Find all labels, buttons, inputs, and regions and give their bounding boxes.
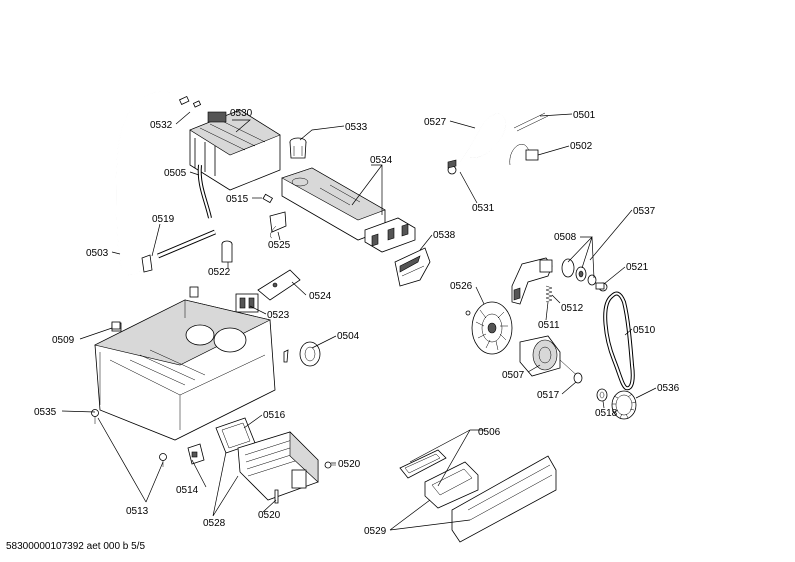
document-id-footer: 58300000107392 aet 000 b 5/5 [6, 541, 146, 552]
screws-0520 [274, 461, 336, 504]
label-0522: 0522 [208, 267, 231, 278]
container-0530 [189, 109, 281, 191]
label-0529: 0529 [364, 526, 387, 537]
filter-box-0528 [237, 431, 319, 501]
duct-0534 [281, 167, 386, 241]
clip-0532 [178, 95, 202, 108]
clip-0525 [269, 211, 287, 239]
rods-0501 [513, 112, 549, 132]
label-0513: 0513 [126, 506, 149, 517]
cup-0533 [289, 137, 307, 159]
motor-0507 [519, 335, 583, 384]
label-0521: 0521 [626, 262, 649, 273]
label-0504: 0504 [337, 331, 360, 342]
part-labels: 0530 0532 0505 0533 0534 0515 0519 0525 … [34, 108, 680, 537]
fan-0526 [465, 301, 513, 355]
label-0528: 0528 [203, 518, 226, 529]
hose-0527 [447, 113, 507, 175]
screws-0513 [91, 409, 167, 467]
spring-0511 [545, 285, 553, 303]
pipe-0519 [141, 229, 216, 273]
label-0505: 0505 [164, 168, 187, 179]
label-0511: 0511 [538, 320, 560, 331]
label-0506: 0506 [478, 427, 501, 438]
clip-0509 [111, 321, 121, 330]
label-0503: 0503 [86, 248, 109, 259]
tube-0505 [197, 164, 212, 219]
belt-0510 [603, 291, 635, 391]
gear-0536 [611, 390, 637, 420]
label-0526: 0526 [450, 281, 473, 292]
insert-0522 [221, 240, 233, 263]
label-0517: 0517 [537, 390, 560, 401]
label-0527: 0527 [424, 117, 447, 128]
label-0509: 0509 [52, 335, 75, 346]
label-0524: 0524 [309, 291, 332, 302]
label-0530: 0530 [230, 108, 253, 119]
label-0502: 0502 [570, 141, 593, 152]
bracket-0534 [364, 217, 416, 253]
label-0536: 0536 [657, 383, 680, 394]
label-0518: 0518 [595, 408, 618, 419]
label-0520-bottom: 0520 [258, 510, 281, 521]
part-0538 [394, 247, 431, 287]
label-0531: 0531 [472, 203, 495, 214]
label-0525: 0525 [268, 240, 291, 251]
label-0520-right: 0520 [338, 459, 361, 470]
small-0515 [262, 193, 274, 204]
hose-0503 [115, 90, 171, 276]
bracket-0508 [511, 257, 553, 305]
label-0515: 0515 [226, 194, 249, 205]
bolt-0521 [595, 282, 605, 290]
label-0508: 0508 [554, 232, 577, 243]
label-0532: 0532 [150, 120, 173, 131]
label-0535: 0535 [34, 407, 57, 418]
label-0538: 0538 [433, 230, 456, 241]
label-0507: 0507 [502, 370, 525, 381]
latch-0514 [187, 443, 205, 465]
label-0534: 0534 [370, 155, 393, 166]
ring-0504 [283, 341, 321, 367]
label-0501: 0501 [573, 110, 596, 121]
label-0512: 0512 [561, 303, 584, 314]
plate-0524 [257, 269, 301, 301]
label-0516: 0516 [263, 410, 286, 421]
clamp-0502 [509, 144, 539, 166]
label-0519: 0519 [152, 214, 175, 225]
label-0523: 0523 [267, 310, 290, 321]
base-0535 [94, 286, 276, 441]
panel-0529 [399, 449, 557, 543]
washer-0518 [596, 388, 608, 402]
block-0523 [235, 293, 259, 313]
label-0537: 0537 [633, 206, 656, 217]
leader-lines [61, 111, 657, 531]
label-0514: 0514 [176, 485, 199, 496]
label-0510: 0510 [633, 325, 656, 336]
label-0533: 0533 [345, 122, 368, 133]
